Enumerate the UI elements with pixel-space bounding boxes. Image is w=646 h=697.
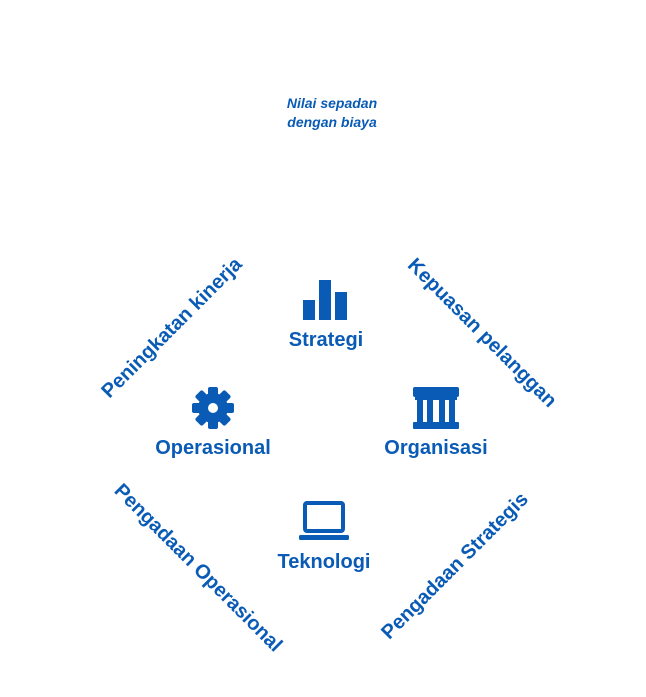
node-operasional: Operasional bbox=[123, 386, 303, 460]
bar-chart-icon bbox=[303, 280, 347, 320]
node-organisasi: Organisasi bbox=[346, 386, 526, 460]
value-caption-line-1: Nilai sepadan bbox=[286, 95, 378, 111]
node-strategi: Strategi bbox=[236, 278, 416, 352]
node-teknologi: Teknologi bbox=[234, 500, 414, 574]
node-operasional-label: Operasional bbox=[155, 437, 271, 459]
laptop-icon bbox=[299, 501, 349, 540]
gear-icon bbox=[192, 387, 234, 429]
node-strategi-label: Strategi bbox=[288, 329, 364, 351]
node-organisasi-label: Organisasi bbox=[384, 437, 488, 459]
value-caption-line-2: dengan biaya bbox=[287, 114, 377, 130]
institution-building-icon bbox=[413, 387, 459, 429]
value-caption: Nilai sepadan dengan biaya bbox=[262, 94, 402, 132]
edge-label-top-left: Peningkatan kinerja bbox=[97, 253, 247, 403]
node-teknologi-label: Teknologi bbox=[277, 551, 371, 573]
